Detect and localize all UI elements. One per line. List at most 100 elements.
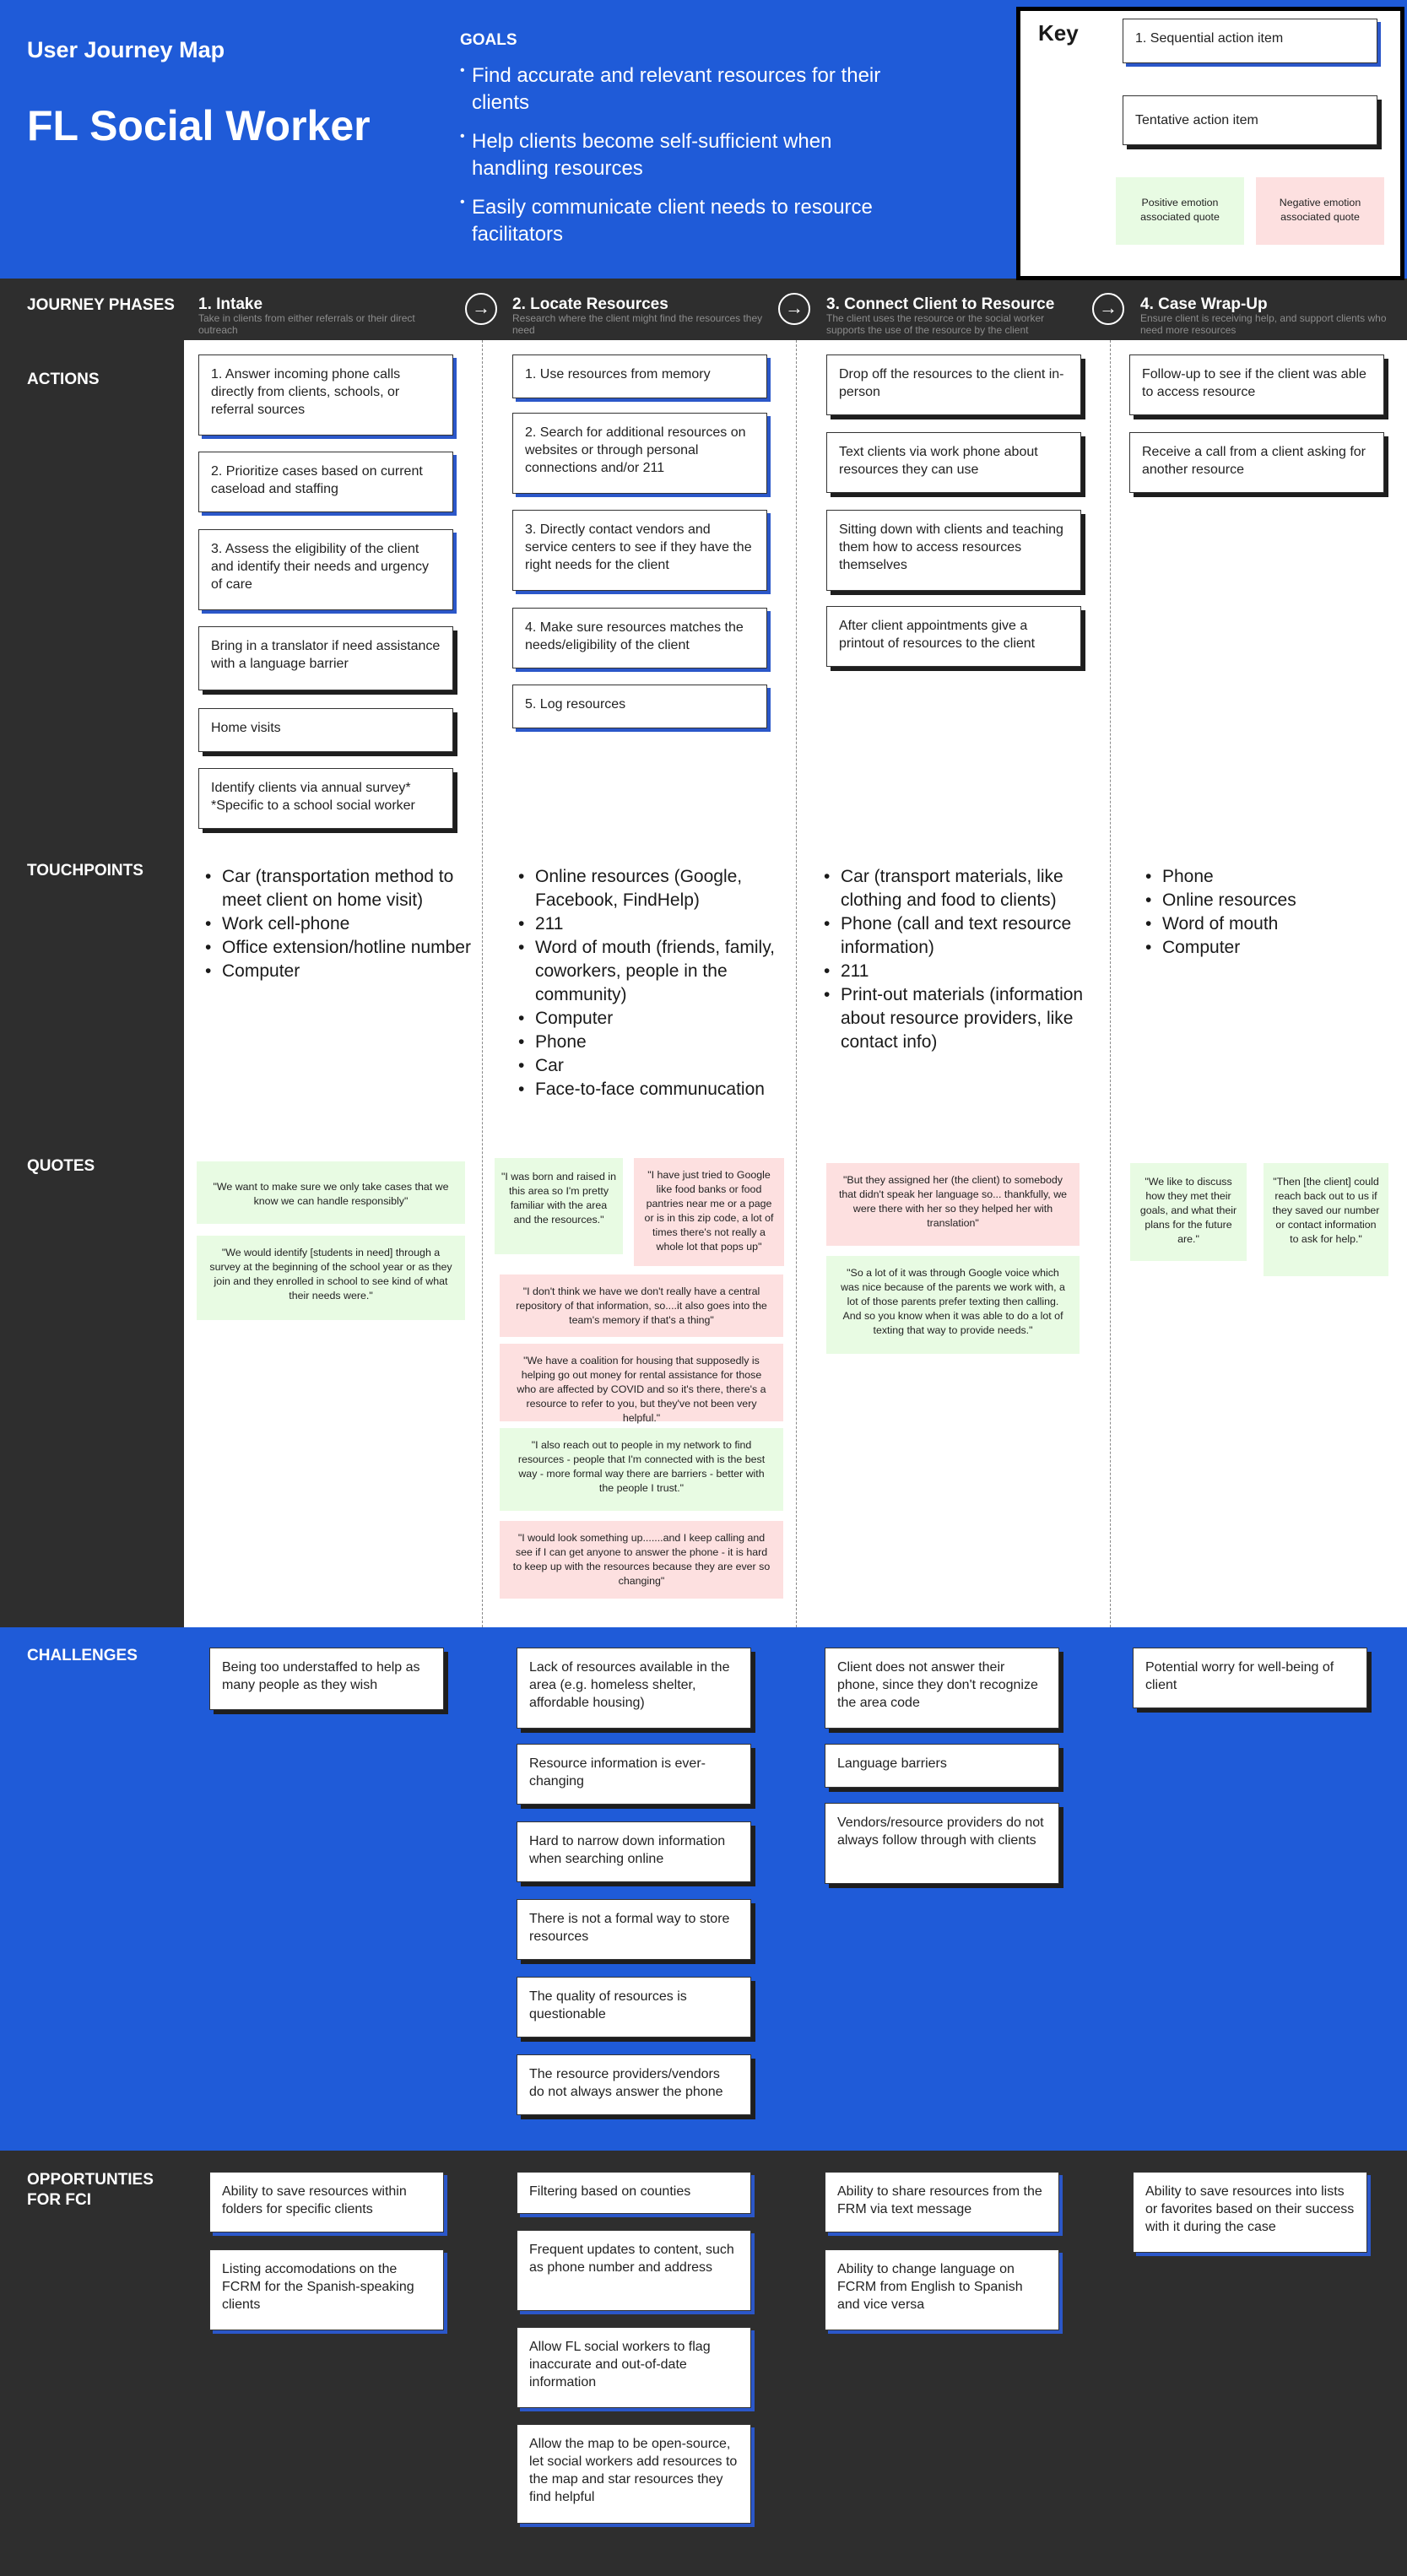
action-card: After client appointments give a printou…: [826, 606, 1081, 667]
goal-item: Help clients become self-sufficient when…: [460, 123, 899, 182]
quote-card: "I would look something up.......and I k…: [500, 1521, 783, 1599]
action-card: 5. Log resources: [512, 685, 767, 728]
touchpoint-item: Work cell-phone: [205, 912, 484, 936]
opportunity-card: Frequent updates to content, such as pho…: [517, 2230, 751, 2311]
action-card: Drop off the resources to the client in-…: [826, 354, 1081, 415]
challenge-card: The quality of resources is questionable: [517, 1977, 751, 2038]
goal-item: Find accurate and relevant resources for…: [460, 57, 899, 116]
page-title: FL Social Worker: [27, 102, 371, 149]
action-card: 1. Answer incoming phone calls directly …: [198, 354, 453, 436]
touchpoint-item: Car (transport materials, like clothing …: [824, 865, 1102, 912]
touchpoint-item: 211: [518, 912, 797, 936]
action-card: 2. Search for additional resources on we…: [512, 413, 767, 494]
row-label-phases: JOURNEY PHASES: [27, 296, 175, 314]
touchpoint-item: Computer: [205, 960, 484, 983]
touchpoint-item: Phone (call and text resource informatio…: [824, 912, 1102, 960]
key-sequential: 1. Sequential action item: [1123, 19, 1377, 63]
challenge-card: Being too understaffed to help as many p…: [209, 1648, 444, 1710]
key-positive: Positive emotion associated quote: [1116, 177, 1244, 245]
quote-card: "But they assigned her (the client) to s…: [826, 1163, 1080, 1246]
touchpoint-item: Online resources: [1145, 889, 1390, 912]
touchpoint-item: Car: [518, 1054, 797, 1078]
quote-card: "We like to discuss how they met their g…: [1130, 1163, 1247, 1261]
quote-card: "We have a coalition for housing that su…: [500, 1344, 783, 1424]
touchpoint-list: Phone Online resources Word of mouth Com…: [1145, 865, 1390, 960]
touchpoint-item: Phone: [1145, 865, 1390, 889]
quote-card: "I don't think we have we don't really h…: [500, 1274, 783, 1337]
challenge-card: There is not a formal way to store resou…: [517, 1899, 751, 1960]
touchpoint-item: Office extension/hotline number: [205, 936, 484, 960]
quote-card: "Then [the client] could reach back out …: [1264, 1163, 1388, 1276]
touchpoint-item: Print-out materials (information about r…: [824, 983, 1102, 1054]
row-label-touchpoints: TOUCHPOINTS: [27, 862, 143, 879]
opportunity-card: Ability to share resources from the FRM …: [825, 2172, 1059, 2232]
quote-card: "I was born and raised in this area so I…: [495, 1158, 623, 1254]
row-label-actions: ACTIONS: [27, 371, 100, 388]
action-card: Identify clients via annual survey* *Spe…: [198, 768, 453, 829]
phase-divider: [482, 340, 483, 1627]
opportunity-card: Filtering based on counties: [517, 2172, 751, 2214]
action-card: Receive a call from a client asking for …: [1129, 432, 1384, 493]
quote-card: "I have just tried to Google like food b…: [634, 1158, 784, 1266]
challenge-card: Potential worry for well-being of client: [1133, 1648, 1367, 1708]
touchpoint-item: Face-to-face communucation: [518, 1078, 797, 1101]
opportunity-card: Ability to change language on FCRM from …: [825, 2249, 1059, 2330]
quote-card: "We would identify [students in need] th…: [197, 1236, 465, 1320]
row-label-quotes: QUOTES: [27, 1157, 95, 1175]
quote-card: "We want to make sure we only take cases…: [197, 1161, 465, 1224]
goal-item: Easily communicate client needs to resou…: [460, 189, 899, 248]
action-card: Bring in a translator if need assistance…: [198, 626, 453, 690]
phase-title: 2. Locate Resources: [512, 295, 668, 313]
challenge-card: Client does not answer their phone, sinc…: [825, 1648, 1059, 1729]
arrow-right-icon: →: [778, 293, 810, 325]
challenge-card: Hard to narrow down information when sea…: [517, 1821, 751, 1882]
action-card: Home visits: [198, 708, 453, 752]
key-tentative: Tentative action item: [1123, 95, 1377, 145]
row-label-opportunities: OPPORTUNTIES FOR FCI: [27, 2171, 154, 2209]
action-card: Sitting down with clients and teaching t…: [826, 510, 1081, 591]
action-card: 3. Assess the eligibility of the client …: [198, 529, 453, 610]
challenge-card: The resource providers/vendors do not al…: [517, 2054, 751, 2115]
touchpoint-item: 211: [824, 960, 1102, 983]
touchpoint-item: Word of mouth: [1145, 912, 1390, 936]
touchpoint-item: Word of mouth (friends, family, coworker…: [518, 936, 797, 1007]
phase-title: 1. Intake: [198, 295, 263, 313]
action-card: Follow-up to see if the client was able …: [1129, 354, 1384, 415]
key-negative: Negative emotion associated quote: [1256, 177, 1384, 245]
opportunity-card: Ability to save resources within folders…: [209, 2172, 444, 2232]
opportunity-card: Listing accomodations on the FCRM for th…: [209, 2249, 444, 2330]
phase-description: Take in clients from either referrals or…: [198, 312, 415, 336]
phase-divider: [1110, 340, 1111, 1627]
action-card: 1. Use resources from memory: [512, 354, 767, 398]
touchpoint-item: Phone: [518, 1031, 797, 1054]
action-card: 3. Directly contact vendors and service …: [512, 510, 767, 591]
quote-card: "So a lot of it was through Google voice…: [826, 1256, 1080, 1354]
quote-card: "I also reach out to people in my networ…: [500, 1428, 783, 1511]
challenge-card: Lack of resources available in the area …: [517, 1648, 751, 1729]
phase-description: Research where the client might find the…: [512, 312, 763, 336]
touchpoint-item: Car (transportation method to meet clien…: [205, 865, 484, 912]
opportunity-card: Allow the map to be open-source, let soc…: [517, 2424, 751, 2524]
map-subtitle: User Journey Map: [27, 37, 225, 62]
touchpoint-item: Computer: [518, 1007, 797, 1031]
challenge-card: Resource information is ever-changing: [517, 1744, 751, 1805]
arrow-right-icon: →: [1092, 293, 1124, 325]
arrow-right-icon: →: [465, 293, 497, 325]
touchpoint-list: Car (transportation method to meet clien…: [205, 865, 484, 983]
opportunity-card: Allow FL social workers to flag inaccura…: [517, 2327, 751, 2408]
phase-title: 3. Connect Client to Resource: [826, 295, 1055, 313]
action-card: 4. Make sure resources matches the needs…: [512, 608, 767, 668]
goals-label: GOALS: [460, 31, 517, 49]
touchpoint-list: Car (transport materials, like clothing …: [824, 865, 1102, 1054]
challenge-card: Language barriers: [825, 1744, 1059, 1788]
row-label-challenges: CHALLENGES: [27, 1647, 138, 1664]
phase-title: 4. Case Wrap-Up: [1140, 295, 1268, 313]
touchpoint-list: Online resources (Google, Facebook, Find…: [518, 865, 797, 1101]
touchpoint-item: Computer: [1145, 936, 1390, 960]
action-card: 2. Prioritize cases based on current cas…: [198, 452, 453, 512]
phase-description: Ensure client is receiving help, and sup…: [1140, 312, 1387, 336]
key-title: Key: [1038, 20, 1079, 46]
phase-description: The client uses the resource or the soci…: [826, 312, 1045, 336]
touchpoint-item: Online resources (Google, Facebook, Find…: [518, 865, 797, 912]
challenge-card: Vendors/resource providers do not always…: [825, 1803, 1059, 1884]
